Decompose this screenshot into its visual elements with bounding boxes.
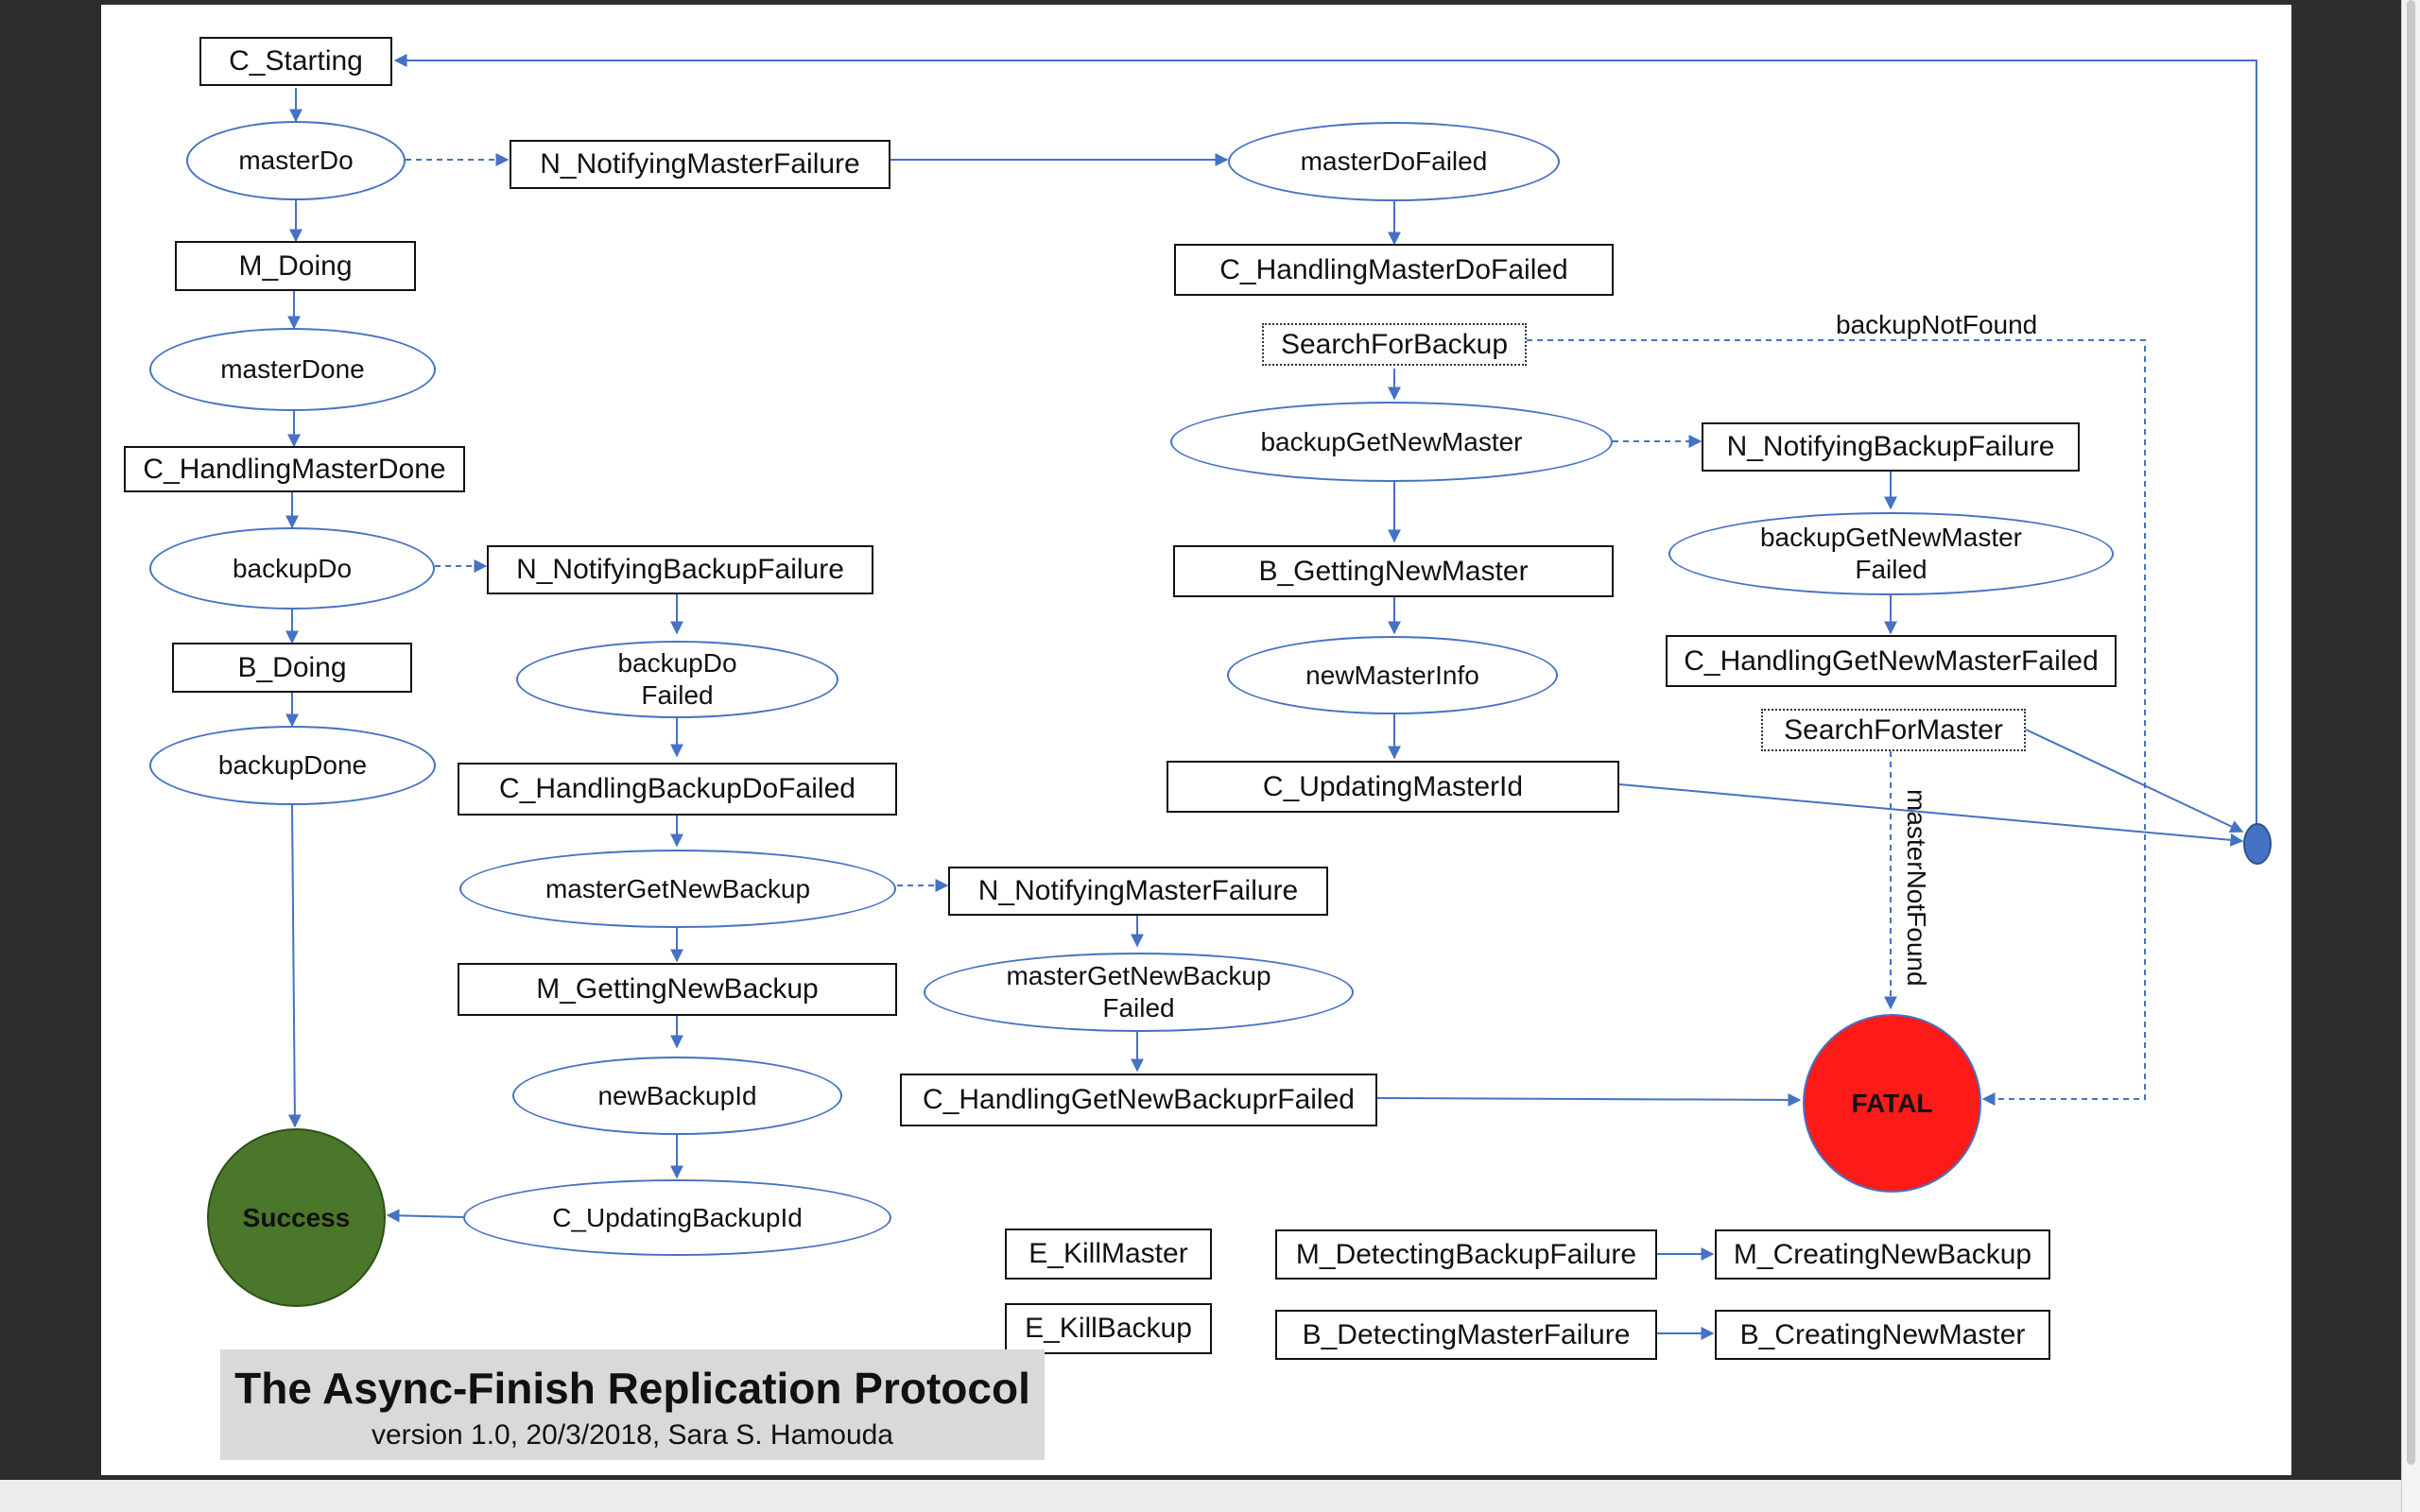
event-backup-do-failed-line2: Failed <box>641 680 714 710</box>
terminal-fatal: FATAL <box>1803 1014 1981 1193</box>
event-backup-done: backupDone <box>149 726 436 805</box>
event-backup-get-new-master-failed-line1: backupGetNewMaster <box>1759 523 2022 553</box>
state-n-notifying-master-failure: N_NotifyingMasterFailure <box>510 140 890 189</box>
diagram-title: The Async-Finish Replication Protocol <box>234 1364 1030 1413</box>
event-backup-do: backupDo <box>149 527 435 610</box>
state-b-detecting-master-failure: B_DetectingMasterFailure <box>1275 1310 1657 1360</box>
state-n-notifying-backup-failure-upper: N_NotifyingBackupFailure <box>1702 422 2080 472</box>
state-m-creating-new-backup: M_CreatingNewBackup <box>1715 1229 2050 1280</box>
window-bottom-strip <box>0 1480 2401 1512</box>
event-master-do: masterDo <box>186 121 406 200</box>
event-master-get-new-backup: masterGetNewBackup <box>459 850 896 928</box>
diagram-edges <box>285 54 2257 1340</box>
state-n-notifying-master-failure-lower: N_NotifyingMasterFailure <box>948 867 1328 916</box>
search-for-master: SearchForMaster <box>1761 709 2026 751</box>
state-b-creating-new-master: B_CreatingNewMaster <box>1715 1310 2050 1360</box>
event-e-kill-master: E_KillMaster <box>1005 1228 1212 1280</box>
state-m-detecting-backup-failure: M_DetectingBackupFailure <box>1275 1229 1657 1280</box>
title-box: The Async-Finish Replication Protocol ve… <box>220 1349 1045 1460</box>
state-c-handling-master-do-failed: C_HandlingMasterDoFailed <box>1174 244 1614 296</box>
state-c-handling-get-new-master-failed: C_HandlingGetNewMasterFailed <box>1666 635 2117 687</box>
state-n-notifying-backup-failure-lower: N_NotifyingBackupFailure <box>487 545 873 594</box>
edge-label-master-not-found: masterNotFound <box>1902 789 1931 987</box>
event-master-get-new-backup-failed: masterGetNewBackup Failed <box>924 953 1354 1032</box>
state-c-updating-backup-id: C_UpdatingBackupId <box>463 1179 891 1256</box>
state-c-handling-master-done: C_HandlingMasterDone <box>124 446 465 492</box>
event-backup-do-failed-line1: backupDo <box>617 648 737 679</box>
event-new-backup-id: newBackupId <box>512 1057 842 1135</box>
state-c-starting: C_Starting <box>199 37 392 86</box>
scrollbar-thumb[interactable] <box>2407 0 2415 1465</box>
vertical-scrollbar[interactable] <box>2401 0 2420 1512</box>
event-backup-get-new-master: backupGetNewMaster <box>1170 402 1613 482</box>
state-b-doing: B_Doing <box>172 643 412 693</box>
event-master-do-failed: masterDoFailed <box>1228 122 1560 201</box>
state-m-getting-new-backup: M_GettingNewBackup <box>458 963 897 1016</box>
event-backup-get-new-master-failed-line2: Failed <box>1855 555 1927 584</box>
event-new-master-info: newMasterInfo <box>1227 636 1558 714</box>
diagram-slide: C_Starting masterDo N_NotifyingMasterFai… <box>101 5 2291 1475</box>
search-for-backup: SearchForBackup <box>1262 323 1527 366</box>
event-master-get-new-backup-failed-line1: masterGetNewBackup <box>1006 961 1271 991</box>
state-c-handling-backup-do-failed: C_HandlingBackupDoFailed <box>458 763 897 816</box>
diagram-subtitle: version 1.0, 20/3/2018, Sara S. Hamouda <box>371 1419 893 1451</box>
event-master-get-new-backup-failed-line2: Failed <box>1102 993 1175 1022</box>
state-c-updating-master-id: C_UpdatingMasterId <box>1167 761 1619 813</box>
state-m-doing: M_Doing <box>175 241 416 291</box>
event-e-kill-backup: E_KillBackup <box>1005 1303 1212 1354</box>
state-b-getting-new-master: B_GettingNewMaster <box>1173 545 1614 597</box>
state-c-handling-get-new-backupr-failed: C_HandlingGetNewBackuprFailed <box>900 1074 1377 1126</box>
terminal-success: Success <box>207 1128 386 1307</box>
junction-node <box>2243 823 2272 865</box>
event-backup-do-failed: backupDo Failed <box>516 641 838 718</box>
event-master-done: masterDone <box>149 328 436 411</box>
edge-label-backup-not-found: backupNotFound <box>1836 310 2038 339</box>
event-backup-get-new-master-failed: backupGetNewMaster Failed <box>1668 512 2114 595</box>
